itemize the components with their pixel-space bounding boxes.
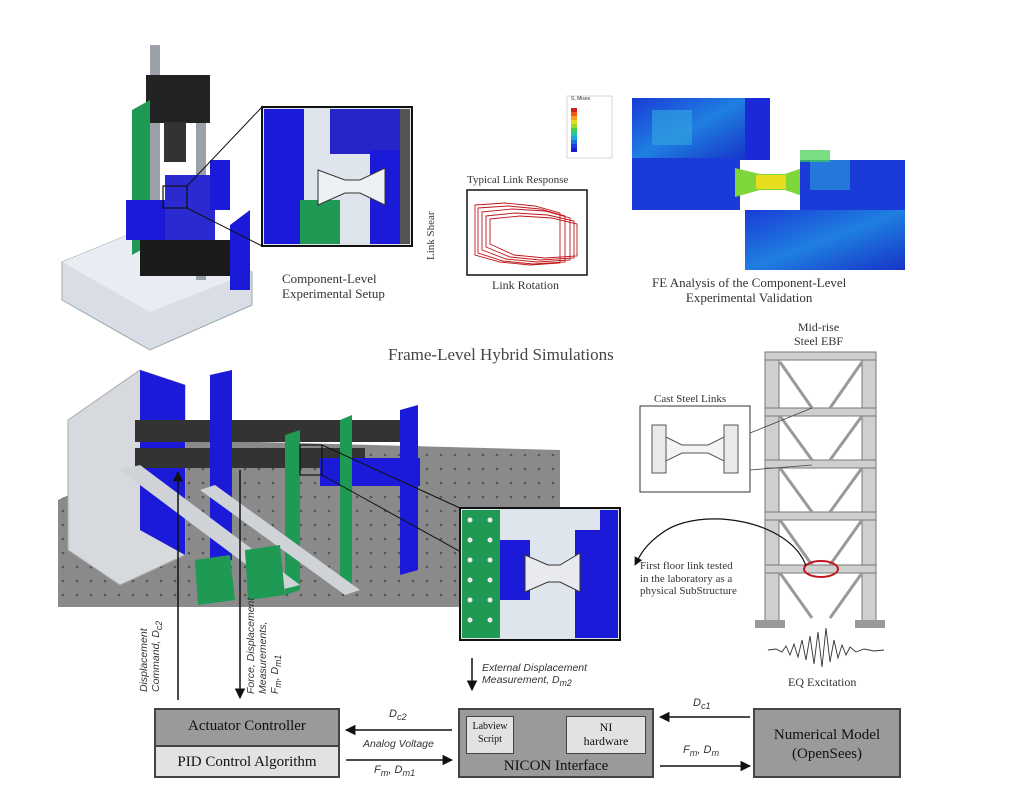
displacement-command-label: Displacement Command, Dc2	[138, 620, 165, 692]
numerical-model-block: Numerical Model(OpenSees)	[753, 708, 901, 778]
force-measurements-label: Force, Displacement Measurements, Fm, Dm…	[245, 597, 284, 694]
link-response-xlabel: Link Rotation	[492, 278, 559, 292]
analog-voltage-label: Analog Voltage	[363, 738, 434, 750]
actuator-controller-block: Actuator Controller PID Control Algorith…	[154, 708, 340, 778]
tested-link-highlight	[803, 560, 839, 578]
zoom-inset-component	[261, 106, 413, 247]
fm-dm-label: Fm, Dm	[683, 744, 720, 759]
component-rig	[61, 45, 253, 351]
link-callout-arrow	[634, 518, 807, 567]
cast-steel-link-inset	[639, 405, 751, 493]
dc2-label: Dc2	[389, 708, 407, 723]
dc1-label: Dc1	[693, 697, 711, 712]
link-response-plot	[466, 189, 588, 276]
fe-legend	[566, 95, 613, 159]
zoom-line	[321, 444, 461, 509]
frame-level-title: Frame-Level Hybrid Simulations	[388, 345, 614, 364]
callout-line	[749, 464, 813, 471]
fm-dm1-label: Fm, Dm1	[374, 764, 416, 779]
callout-line	[749, 407, 813, 434]
link-response-ylabel: Link Shear	[425, 211, 437, 260]
fe-legend-title: S, Mises	[571, 96, 591, 102]
fe-contour	[632, 98, 905, 270]
nicon-label: NICON Interface	[503, 758, 609, 774]
pid-label: PID Control Algorithm	[177, 754, 317, 770]
zoom-line	[186, 106, 263, 187]
cast-steel-links-label: Cast Steel Links	[654, 393, 727, 405]
eq-excitation-label: EQ Excitation	[788, 675, 857, 689]
steel-ebf-frame	[755, 351, 885, 628]
external-displacement-label: External Displacement Measurement, Dm2	[482, 662, 588, 689]
zoom-inset-frame	[459, 507, 621, 641]
ground-motion-trace	[767, 627, 885, 668]
zoom-line	[186, 207, 263, 247]
actuator-controller-label: Actuator Controller	[188, 718, 306, 734]
link-response-title: Typical Link Response	[467, 174, 569, 186]
